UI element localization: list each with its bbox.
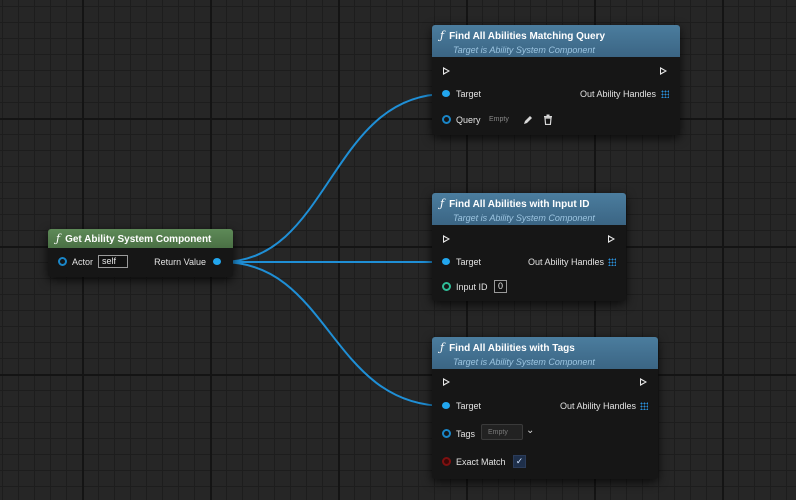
node-header[interactable]: ƒ Get Ability System Component [48,229,233,248]
array-pin[interactable] [608,258,616,266]
function-icon: ƒ [440,341,445,354]
exec-in-pin[interactable] [443,235,450,243]
exec-out-pin[interactable] [640,378,647,386]
exact-match-pin[interactable] [442,457,451,466]
node-header[interactable]: ƒ Find All Abilities with Tags Target is … [432,337,658,369]
return-value-pin[interactable] [213,258,221,265]
exec-out-pin[interactable] [660,67,667,75]
node-title: Find All Abilities Matching Query [449,31,606,42]
node-subtitle: Target is Ability System Component [453,213,595,223]
target-pin[interactable] [442,90,450,97]
out-ability-handles-label: Out Ability Handles [559,401,636,411]
node-find-abilities-with-tags[interactable]: ƒ Find All Abilities with Tags Target is … [432,337,658,479]
exact-match-label: Exact Match [456,457,506,467]
node-title: Get Ability System Component [65,234,212,245]
exec-out-pin[interactable] [608,235,615,243]
wire-to-query [221,93,447,263]
target-label: Target [456,401,482,411]
function-icon: ƒ [440,29,445,42]
function-icon: ƒ [56,232,61,245]
chevron-down-icon[interactable]: ⌄ [526,425,535,436]
node-header[interactable]: ƒ Find All Abilities Matching Query Targe… [432,25,680,57]
array-pin[interactable] [661,90,669,98]
array-pin[interactable] [640,402,648,410]
tags-combo[interactable]: Empty [481,424,523,440]
wire-to-tags [221,261,447,407]
input-id-field[interactable]: 0 [494,280,508,293]
return-value-label: Return Value [154,257,206,267]
query-value: Empty [489,116,509,123]
target-pin[interactable] [442,402,450,409]
node-title: Find All Abilities with Input ID [449,199,590,210]
exec-in-pin[interactable] [443,378,450,386]
actor-label: Actor [72,257,94,267]
pencil-icon[interactable] [523,115,533,125]
target-pin[interactable] [442,258,450,265]
query-pin[interactable] [442,115,451,124]
tags-label: Tags [456,429,476,439]
node-subtitle: Target is Ability System Component [453,357,595,367]
node-find-abilities-with-input-id[interactable]: ƒ Find All Abilities with Input ID Target… [432,193,626,301]
node-title: Find All Abilities with Tags [449,343,575,354]
trash-icon[interactable] [543,114,553,125]
node-find-abilities-matching-query[interactable]: ƒ Find All Abilities Matching Query Targe… [432,25,680,135]
query-label: Query [456,115,481,125]
node-get-ability-system-component[interactable]: ƒ Get Ability System Component Actor self… [48,229,233,277]
node-subtitle: Target is Ability System Component [453,45,595,55]
function-icon: ƒ [440,197,445,210]
actor-input[interactable]: self [98,255,128,268]
input-id-label: Input ID [456,282,488,292]
out-ability-handles-label: Out Ability Handles [579,89,656,99]
exec-in-pin[interactable] [443,67,450,75]
out-ability-handles-label: Out Ability Handles [527,257,604,267]
target-label: Target [456,89,482,99]
tags-pin[interactable] [442,429,451,438]
actor-pin[interactable] [58,257,67,266]
input-id-pin[interactable] [442,282,451,291]
exact-match-checkbox[interactable]: ✓ [513,455,526,468]
target-label: Target [456,257,482,267]
node-header[interactable]: ƒ Find All Abilities with Input ID Target… [432,193,626,225]
